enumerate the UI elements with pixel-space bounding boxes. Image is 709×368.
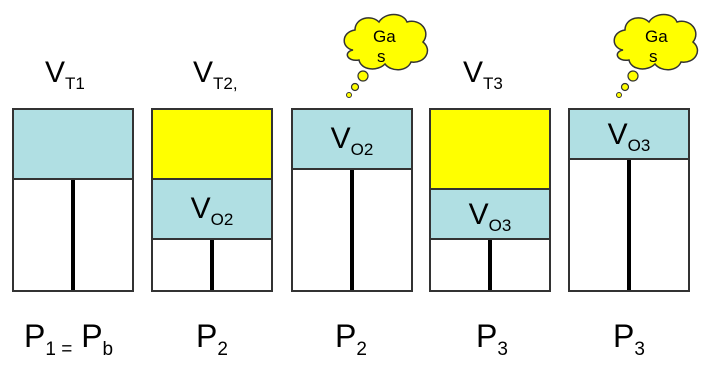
piston-rod: [627, 160, 631, 290]
gas-cloud-1: Ga s: [335, 8, 435, 100]
pressure-p2b-main: P: [335, 318, 357, 354]
pressure-label-1: P1 = Pb: [24, 320, 113, 359]
pressure-pb-main: P: [81, 318, 103, 354]
cloud-icon: [613, 13, 699, 98]
label-vt1-sub: T1: [65, 74, 85, 93]
piston-rod: [71, 180, 75, 290]
cylinder-1: [12, 108, 134, 292]
fluid-chamber: [431, 110, 549, 190]
pressure-p3-sub: 3: [497, 339, 508, 360]
cloud-icon: [343, 13, 429, 98]
label-vt1: VT1: [45, 56, 85, 93]
pressure-p3b-sub: 3: [634, 339, 645, 360]
pressure-p1-sub: 1 =: [45, 339, 73, 360]
pressure-p3-main: P: [476, 318, 498, 354]
cloud-2-text-2: s: [649, 47, 658, 66]
pressure-p3b-main: P: [613, 318, 635, 354]
gas-chamber: [14, 110, 132, 180]
chamber-label: VO3: [570, 118, 688, 155]
pressure-label-3: P2: [335, 320, 367, 359]
chamber-label-main: V: [468, 198, 489, 231]
gas-chamber: VO2: [153, 180, 271, 240]
label-vt3: VT3: [463, 56, 503, 93]
gas-chamber: VO2: [293, 110, 411, 170]
chamber-label-sub: O2: [210, 210, 234, 229]
pressure-p1-main: P: [24, 318, 46, 354]
chamber-label: VO2: [153, 192, 271, 229]
gas-cloud-2: Ga s: [605, 8, 705, 100]
piston-rod: [488, 240, 492, 290]
cylinder-5: VO3: [568, 108, 690, 292]
cylinder-3: VO2: [291, 108, 413, 292]
piston-rod: [350, 170, 354, 290]
chamber-label-sub: O3: [627, 136, 651, 155]
pressure-p2b-sub: 2: [356, 339, 367, 360]
cylinder-4: VO3: [429, 108, 551, 292]
pressure-p2-sub: 2: [217, 339, 228, 360]
chamber-label-sub: O3: [488, 216, 512, 235]
gas-chamber: VO3: [431, 190, 549, 240]
label-vt2-main: V: [193, 56, 214, 89]
cloud-1-text-2: s: [377, 47, 386, 66]
cylinder-2: VO2: [151, 108, 273, 292]
chamber-label: VO3: [431, 198, 549, 235]
pressure-label-4: P3: [476, 320, 508, 359]
chamber-label-main: V: [607, 118, 628, 151]
label-vt1-main: V: [45, 56, 66, 89]
piston-rod: [210, 240, 214, 290]
label-vt2: VT2,: [193, 56, 238, 93]
pressure-p2-main: P: [196, 318, 218, 354]
chamber-label: VO2: [293, 122, 411, 159]
pressure-pb-sub: b: [102, 339, 114, 360]
fluid-chamber: [153, 110, 271, 180]
pressure-label-5: P3: [613, 320, 645, 359]
chamber-label-main: V: [190, 192, 211, 225]
label-vt3-main: V: [463, 56, 484, 89]
pressure-label-2: P2: [196, 320, 228, 359]
cloud-2-text-1: Ga: [645, 27, 668, 46]
chamber-label-sub: O2: [350, 140, 374, 159]
label-vt3-sub: T3: [483, 74, 503, 93]
label-vt2-sub: T2,: [213, 74, 238, 93]
chamber-label-main: V: [330, 122, 351, 155]
cloud-1-text-1: Ga: [373, 27, 396, 46]
gas-chamber: VO3: [570, 110, 688, 160]
